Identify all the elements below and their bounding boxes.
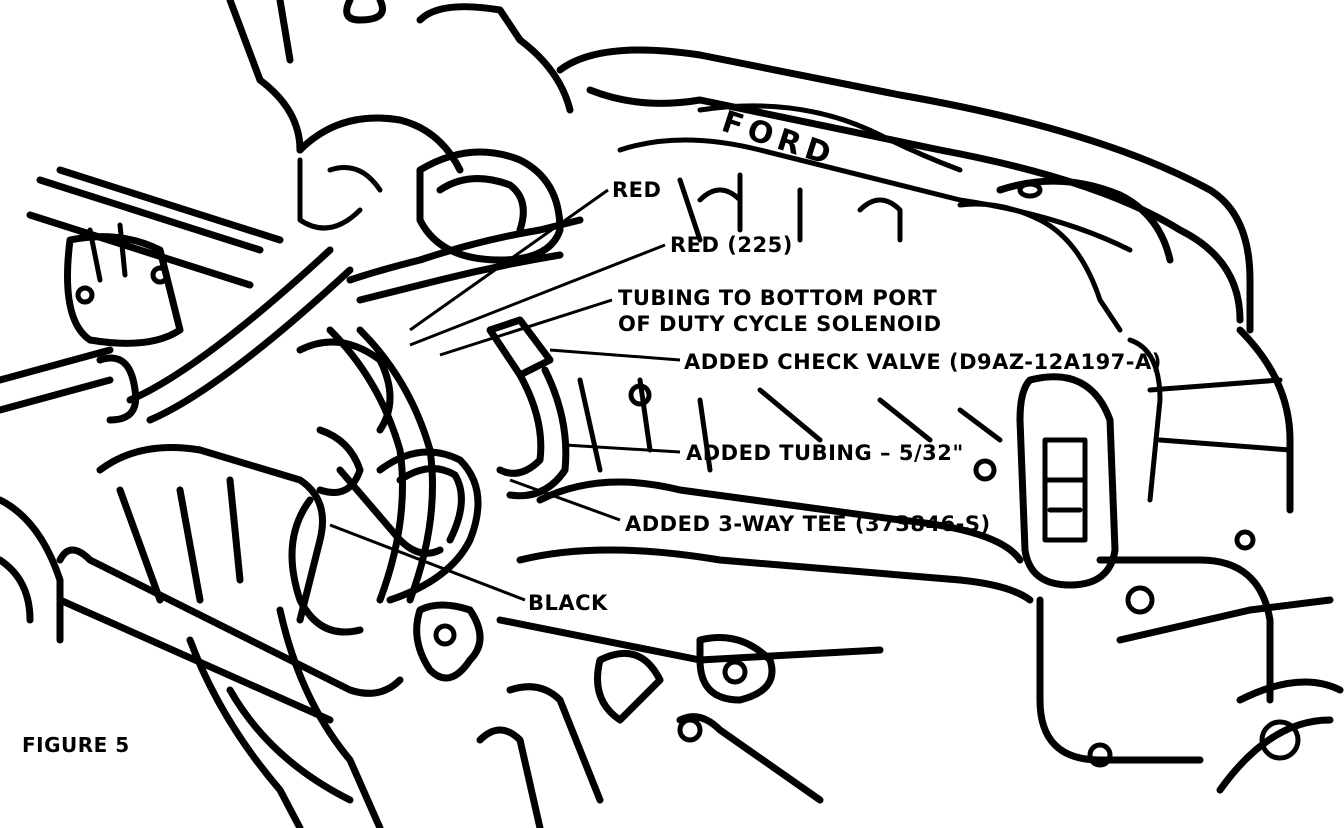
leader-check-valve — [549, 348, 681, 362]
figure-label: FIGURE 5 — [22, 733, 130, 757]
leader-added-tubing — [564, 443, 681, 454]
intake-manifold — [496, 377, 1034, 724]
leader-red-225 — [409, 243, 666, 347]
leader-lines — [329, 188, 681, 602]
front-bracket — [1016, 373, 1344, 794]
callout-tubing-line2: OF DUTY CYCLE SOLENOID — [618, 312, 942, 336]
callout-check-valve: ADDED CHECK VALVE (D9AZ-12A197-A) — [684, 350, 1162, 374]
callout-tubing-line1: TUBING TO BOTTOM PORT — [618, 286, 937, 310]
callout-red-225: RED (225) — [670, 233, 793, 257]
callout-three-way-tee: ADDED 3-WAY TEE (373846-S) — [625, 512, 991, 536]
vacuum-hoses — [326, 216, 584, 604]
left-hoses — [0, 166, 404, 724]
callout-red: RED — [612, 178, 661, 202]
lower-left-components — [96, 338, 824, 828]
leader-tubing — [439, 298, 613, 357]
callout-labels: RED RED (225) TUBING TO BOTTOM PORT OF D… — [528, 178, 1162, 615]
leader-tee — [509, 478, 621, 522]
leader-black — [329, 523, 526, 602]
throttle-body — [226, 0, 574, 264]
callout-added-tubing: ADDED TUBING – 5/32" — [686, 441, 964, 465]
callout-black: BLACK — [528, 591, 608, 615]
leader-red — [409, 188, 609, 332]
